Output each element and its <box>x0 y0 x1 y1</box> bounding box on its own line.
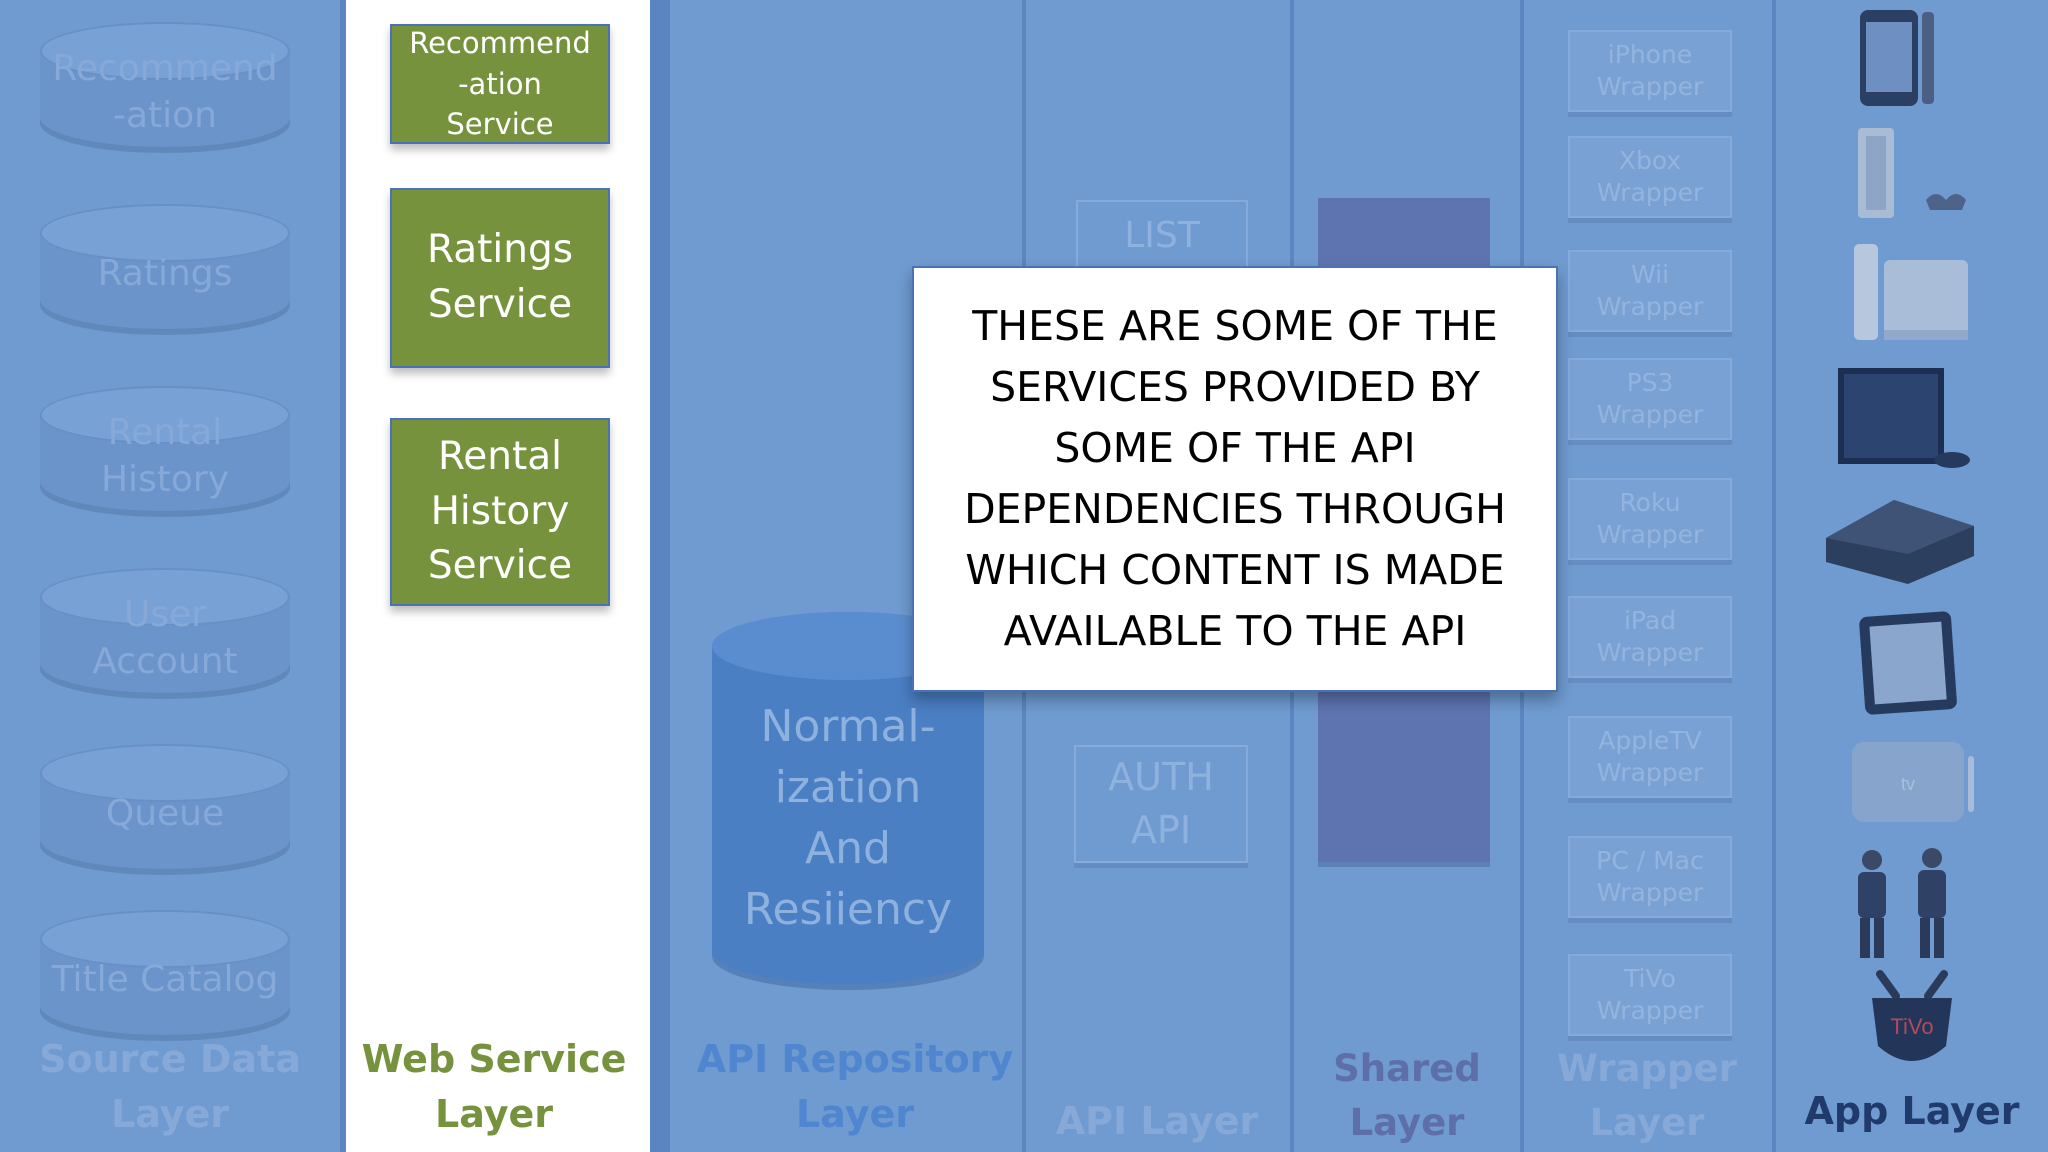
service-label-line: Service <box>427 543 573 589</box>
cylinder-label: Normal- ization And Resiiency <box>743 701 953 935</box>
web-service-divider <box>650 0 670 1152</box>
service-label-line: Rental <box>437 434 563 480</box>
shared-layer-label: Shared Layer <box>1333 1047 1481 1144</box>
ps3-icon <box>1838 368 1970 468</box>
database-label: Rental History <box>100 411 230 500</box>
source-divider <box>340 0 346 1152</box>
pc-mac-people-icon <box>1858 848 1946 958</box>
list-api-box: LIST <box>1076 200 1248 270</box>
xbox-icon <box>1858 128 1966 218</box>
database-title-catalog: Title Catalog <box>40 910 290 1035</box>
database-queue: Queue <box>40 744 290 869</box>
ipad-icon <box>1859 611 1957 715</box>
web-service-layer-label: Web Service Layer <box>361 1037 627 1137</box>
database-rental-history: Rental History <box>40 386 290 511</box>
app-layer-label: App Layer <box>1804 1089 2020 1133</box>
wii-icon <box>1854 244 1968 340</box>
callout-text: THESE ARE SOME OF THE SERVICES PROVIDED … <box>964 302 1506 655</box>
database-label: Recommend -ation <box>52 47 278 136</box>
database-label: Ratings <box>97 253 233 295</box>
service-label-line: Service <box>427 282 573 327</box>
database-ratings: Ratings <box>40 204 290 329</box>
tivo-icon: TiVo <box>1872 970 1952 1061</box>
iphone-icon <box>1860 10 1934 106</box>
wrapper-divider <box>1772 0 1776 1152</box>
service-label-line: Recommend <box>409 26 591 61</box>
auth-api-box: AUTH API <box>1074 745 1248 863</box>
service-label-line: Service <box>446 107 554 142</box>
api-repository-layer-label: API Repository Layer <box>696 1037 1014 1137</box>
service-label-line: -ation <box>458 66 542 101</box>
rental-history-service-box: Rental History Service <box>390 418 610 606</box>
database-label: Title Catalog <box>51 959 279 1001</box>
service-label-line: Ratings <box>426 227 574 273</box>
appletv-icon: tv <box>1852 742 1974 822</box>
wrapper-layer-label: Wrapper Layer <box>1557 1047 1737 1144</box>
ratings-service-box: Ratings Service <box>390 188 610 368</box>
database-recommendation: Recommend -ation <box>40 22 290 147</box>
database-label: Queue <box>105 793 225 835</box>
database-label: User Account <box>92 593 238 682</box>
recommendation-service-box: Recommend -ation Service <box>390 24 610 144</box>
source-data-layer-label: Source Data Layer <box>39 1037 301 1137</box>
roku-icon <box>1826 500 1974 584</box>
callout-box: THESE ARE SOME OF THE SERVICES PROVIDED … <box>912 266 1558 692</box>
service-label-line: History <box>430 488 570 534</box>
database-user-account: User Account <box>40 568 290 693</box>
tivo-logo-text: TiVo <box>1890 1014 1933 1039</box>
appletv-logo-text: tv <box>1901 774 1915 794</box>
api-layer-label: API Layer <box>1055 1099 1259 1143</box>
